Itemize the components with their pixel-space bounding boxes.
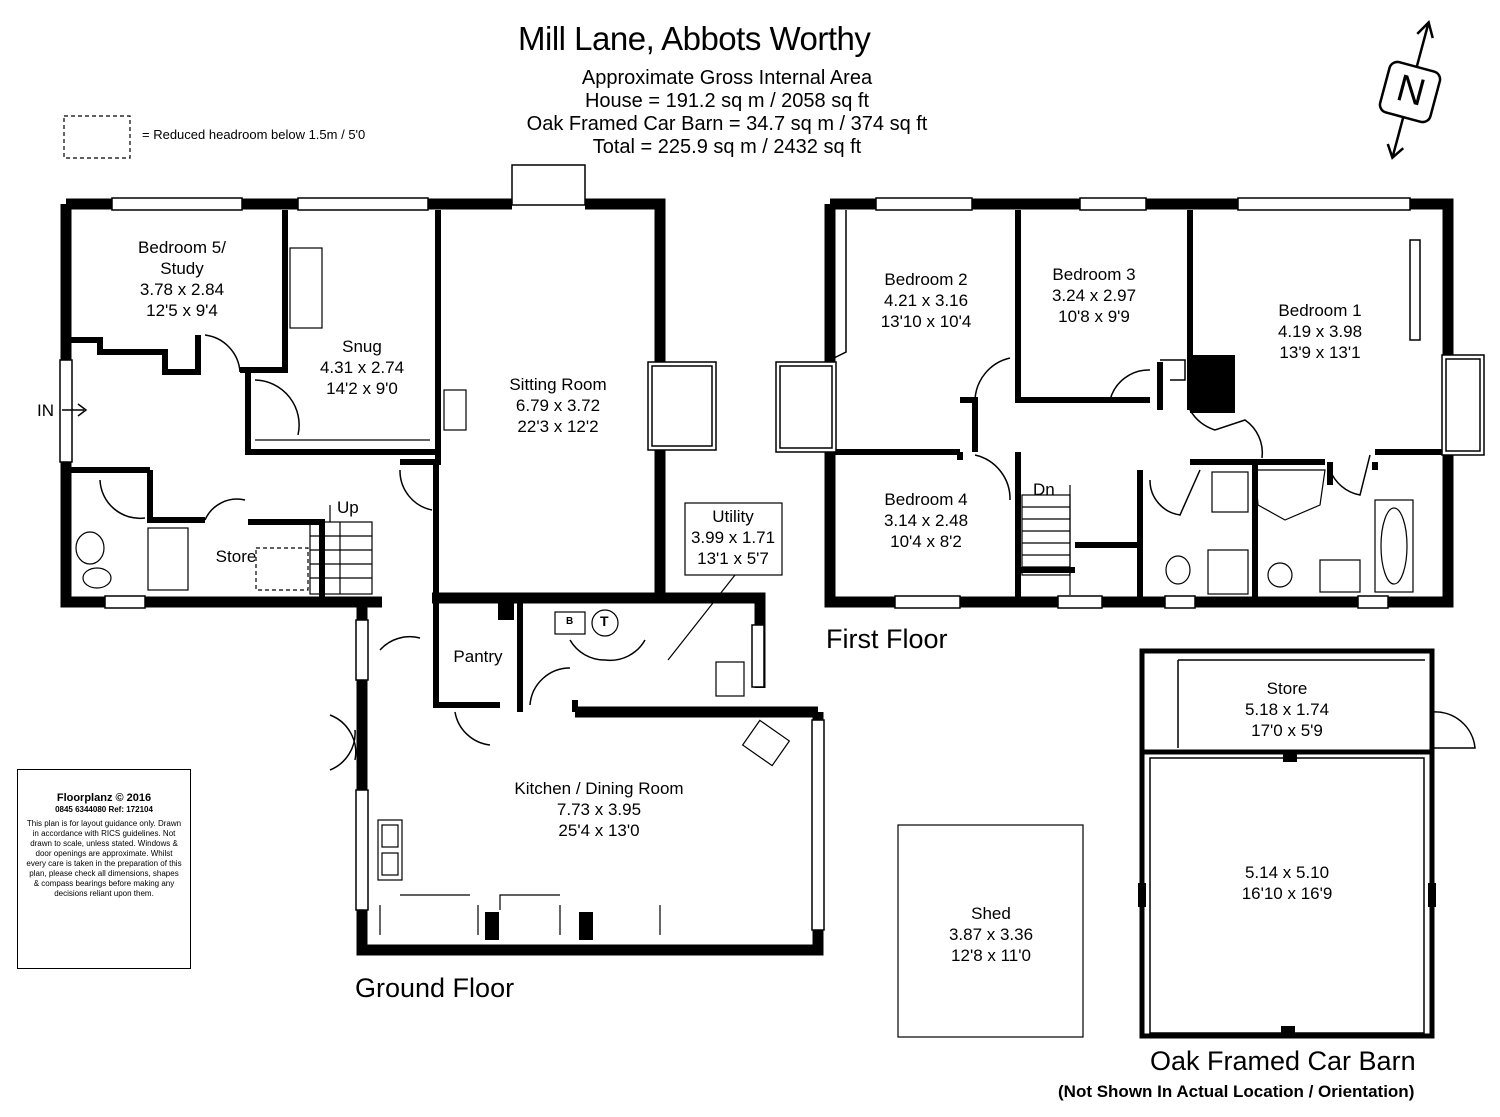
barn-caveat: (Not Shown In Actual Location / Orientat… (1058, 1082, 1415, 1101)
first-floor-stairs (1021, 485, 1071, 595)
reduced-headroom-area (255, 547, 309, 591)
credit-ref: 0845 6344080 Ref: 172104 (55, 805, 153, 814)
first-floor-interior-walls (830, 210, 1448, 602)
page-title: Mill Lane, Abbots Worthy (518, 20, 871, 57)
chimney-breast (1190, 355, 1235, 413)
area-house: House = 191.2 sq m / 2058 sq ft (584, 90, 870, 112)
legend-text: = Reduced headroom below 1.5m / 5'0 (142, 127, 366, 142)
ground-floor-doors (99, 334, 646, 771)
utility-label-box (684, 502, 783, 576)
first-floor-windows (775, 197, 1485, 609)
area-barn: Oak Framed Car Barn = 34.7 sq m / 374 sq… (526, 113, 928, 135)
stairs-up-label: Up (337, 498, 359, 517)
compass-icon (1378, 20, 1442, 160)
legend-swatch (63, 115, 131, 159)
entrance-arrow-icon (62, 403, 88, 417)
first-floor-caption: First Floor (826, 624, 948, 654)
room-pantry: Pantry (453, 647, 503, 666)
area-total: Total = 225.9 sq m / 2432 sq ft (592, 136, 862, 158)
ground-floor-fixtures (75, 247, 791, 935)
first-floor-fixtures (1165, 469, 1414, 595)
area-heading: Approximate Gross Internal Area (581, 67, 873, 89)
first-floor-doors (829, 210, 1371, 516)
barn-caption: Oak Framed Car Barn (1150, 1046, 1416, 1076)
entrance-label: IN (37, 401, 54, 420)
area-summary: Approximate Gross Internal Area House = … (527, 67, 928, 159)
room-store-ground: Store (215, 547, 257, 566)
credit-box: Floorplanz © 2016 0845 6344080 Ref: 1721… (17, 769, 191, 969)
credit-brand: Floorplanz © 2016 (56, 792, 152, 804)
car-barn-posts (1138, 752, 1436, 1036)
tank-label: T (600, 613, 609, 629)
kitchen-pillars (485, 602, 593, 940)
credit-disclaimer: This plan is for layout guidance only. D… (26, 819, 182, 898)
utility-pointer (667, 574, 736, 661)
ground-floor-caption: Ground Floor (355, 973, 515, 1003)
stairs-down-label: Dn (1033, 480, 1055, 499)
ground-floor-stairs (309, 505, 373, 595)
ground-floor-windows (59, 164, 825, 931)
shed-outline (897, 824, 1084, 1038)
boiler-label: B (566, 616, 574, 627)
